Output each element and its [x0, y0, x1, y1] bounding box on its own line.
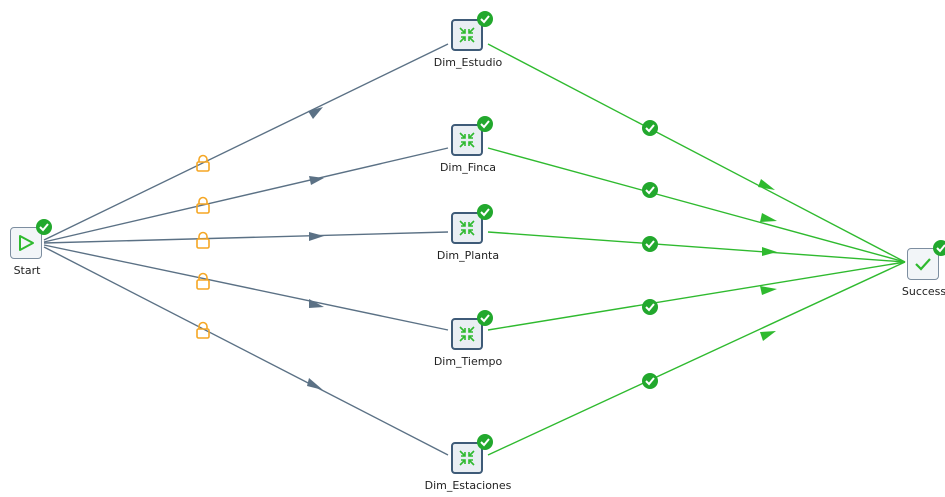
lock-icon	[196, 231, 210, 249]
dim-finca-label: Dim_Finca	[439, 161, 497, 174]
hop-success-check-icon	[642, 182, 658, 198]
success-node-box[interactable]	[907, 248, 939, 280]
status-success-icon	[36, 219, 52, 235]
arrow-head	[308, 107, 323, 119]
arrow-head	[309, 299, 324, 308]
dim-tiempo-node-box[interactable]	[451, 318, 483, 350]
play-icon	[19, 235, 34, 251]
dim-estaciones-label: Dim_Estaciones	[424, 479, 512, 492]
status-success-icon	[477, 116, 493, 132]
dim-tiempo-label: Dim_Tiempo	[433, 355, 503, 368]
dim-planta-label: Dim_Planta	[436, 249, 500, 262]
arrow-head	[762, 247, 777, 256]
arrow-head	[758, 179, 775, 190]
checkmark-icon	[915, 258, 931, 271]
lock-icon	[196, 321, 210, 339]
transformation-icon	[459, 27, 475, 43]
start-node-label: Start	[13, 264, 41, 277]
hop-dim-finca-success[interactable]	[487, 147, 906, 263]
status-success-icon	[477, 310, 493, 326]
dim-planta-node[interactable]: Dim_Planta	[437, 204, 499, 262]
dim-finca-node-box[interactable]	[451, 124, 483, 156]
hop-success-check-icon	[642, 373, 658, 389]
hop-dim-tiempo-success[interactable]	[487, 261, 906, 331]
transformation-icon	[459, 220, 475, 236]
start-node-box[interactable]	[10, 227, 42, 259]
dim-estudio-label: Dim_Estudio	[433, 56, 503, 69]
success-node-label: Success	[901, 285, 945, 298]
arrow-head	[309, 176, 324, 185]
hop-start-dim-estudio[interactable]	[43, 43, 449, 241]
transformation-icon	[459, 326, 475, 342]
hop-start-dim-estaciones[interactable]	[43, 246, 449, 456]
lock-icon	[196, 196, 210, 214]
status-success-icon	[477, 204, 493, 220]
dim-planta-node-box[interactable]	[451, 212, 483, 244]
transformation-icon	[459, 450, 475, 466]
dim-tiempo-node[interactable]: Dim_Tiempo	[434, 310, 502, 368]
hop-success-check-icon	[642, 236, 658, 252]
success-node[interactable]: Success	[902, 240, 945, 298]
hop-dim-estaciones-success[interactable]	[487, 261, 906, 456]
dim-estaciones-node[interactable]: Dim_Estaciones	[425, 434, 511, 492]
hop-start-dim-planta[interactable]	[43, 231, 449, 244]
arrow-head	[760, 331, 776, 341]
status-success-icon	[477, 11, 493, 27]
hop-dim-planta-success[interactable]	[487, 231, 906, 263]
hop-success-check-icon	[642, 299, 658, 315]
dim-estudio-node-box[interactable]	[451, 19, 483, 51]
hop-dim-estudio-success[interactable]	[487, 43, 906, 263]
dim-finca-node[interactable]: Dim_Finca	[440, 116, 496, 174]
status-success-icon	[933, 240, 945, 256]
status-success-icon	[477, 434, 493, 450]
arrow-head	[760, 286, 777, 295]
dim-estaciones-node-box[interactable]	[451, 442, 483, 474]
start-node[interactable]: Start	[10, 219, 52, 277]
transformation-icon	[459, 132, 475, 148]
hop-success-check-icon	[642, 120, 658, 136]
lock-icon	[196, 154, 210, 172]
arrow-head	[760, 213, 777, 222]
arrow-head	[309, 232, 324, 241]
hop-start-dim-tiempo[interactable]	[43, 244, 449, 331]
lock-icon	[196, 272, 210, 290]
hop-start-dim-finca[interactable]	[43, 147, 449, 243]
arrow-head	[307, 378, 323, 390]
dim-estudio-node[interactable]: Dim_Estudio	[434, 11, 502, 69]
